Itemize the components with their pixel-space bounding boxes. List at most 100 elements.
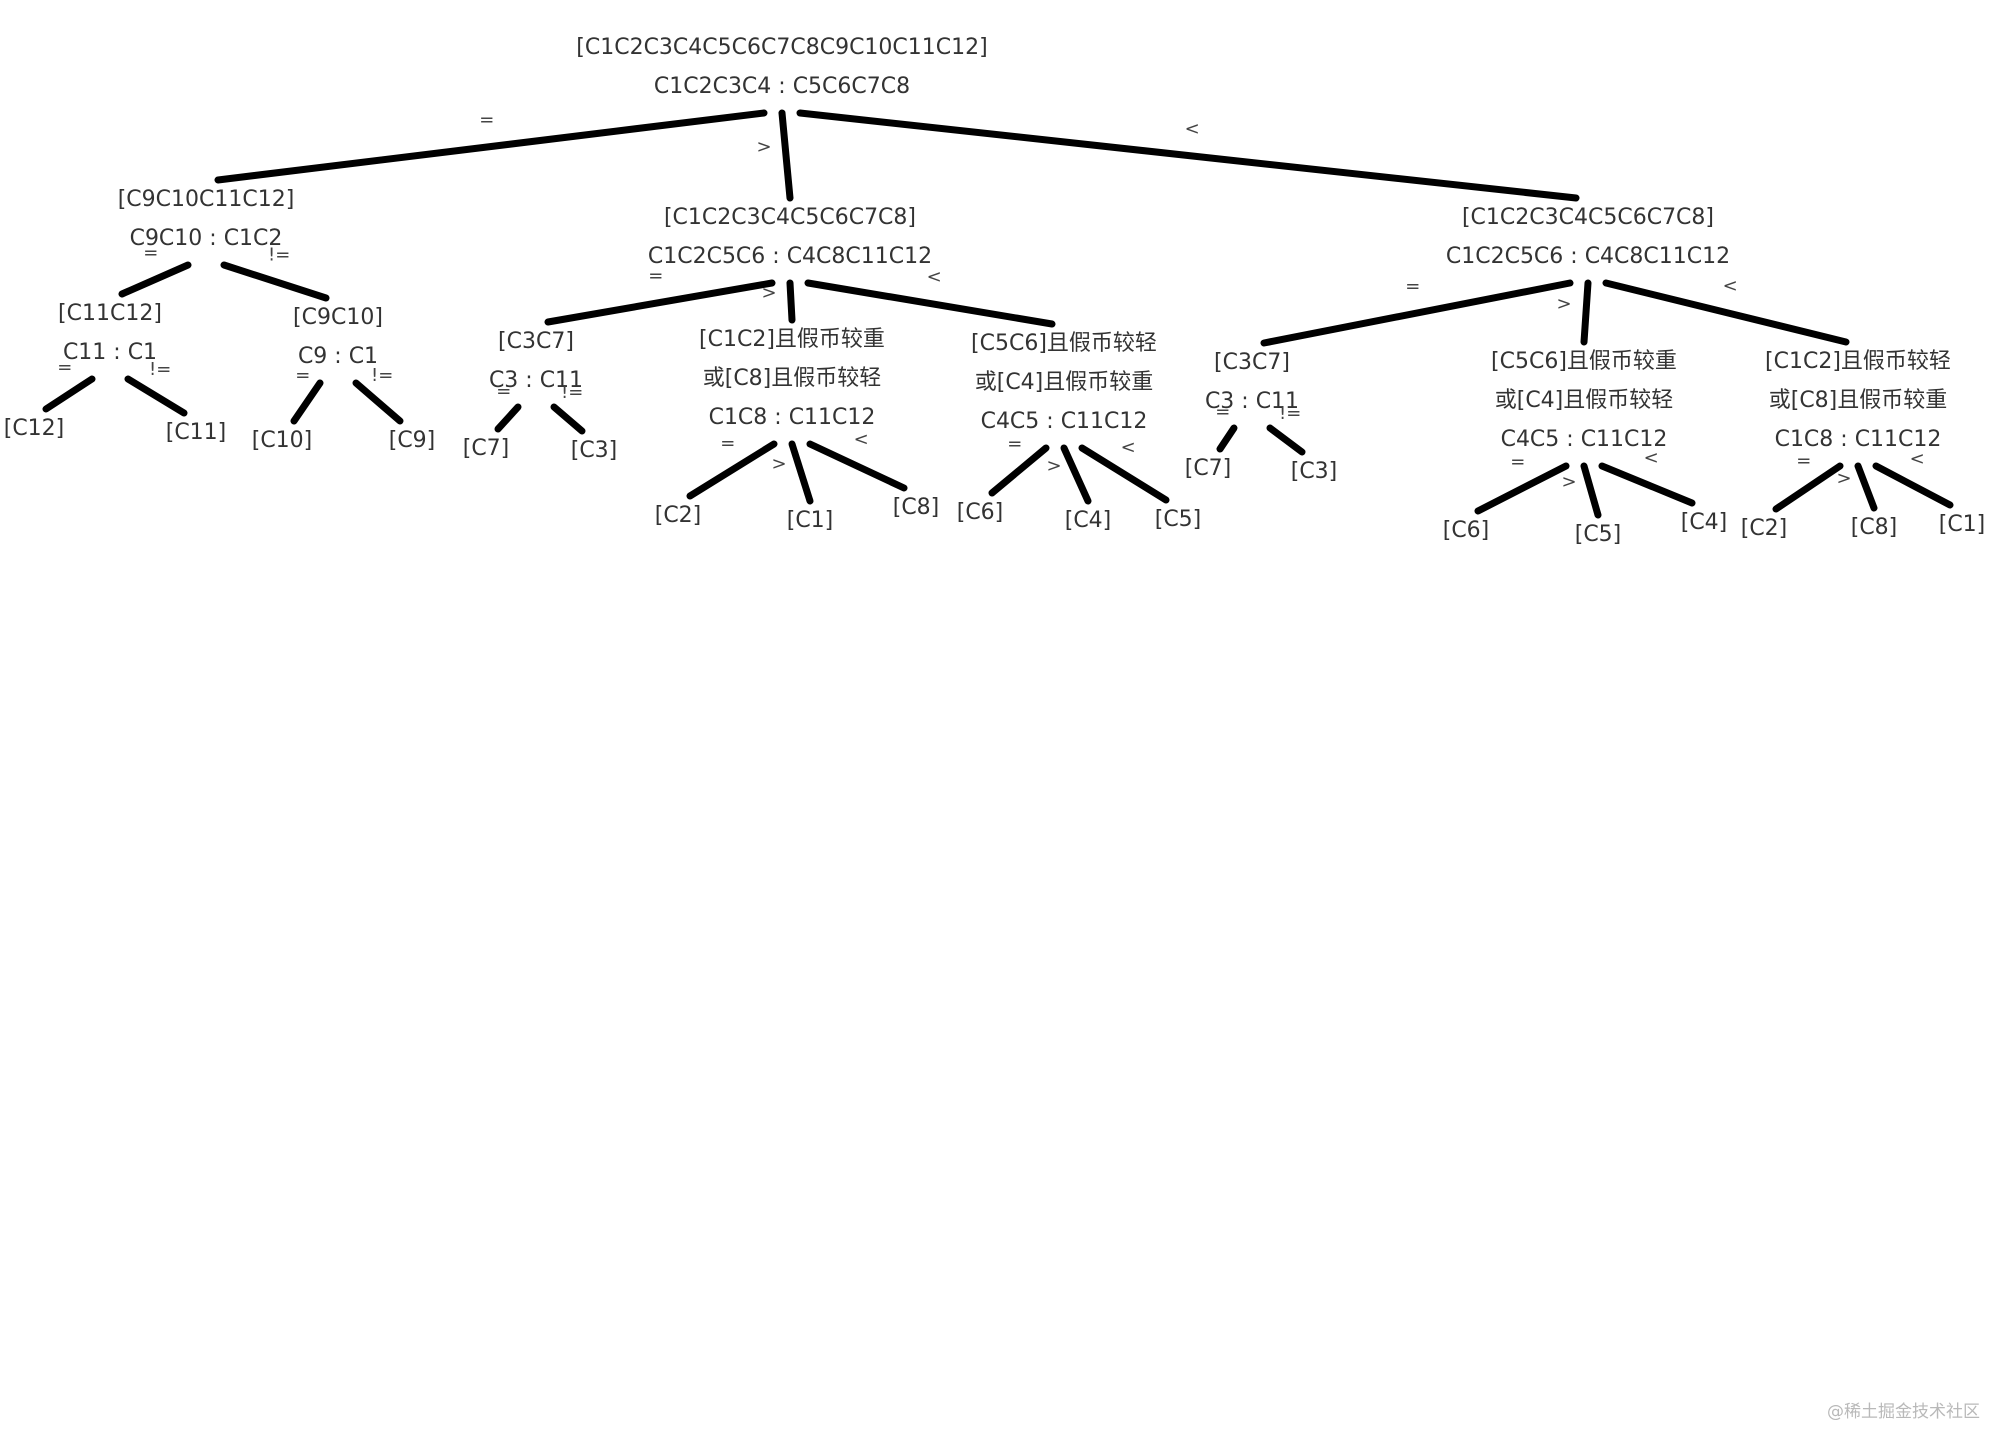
- tree-node-MM3: [C8]: [893, 495, 940, 520]
- node-text: C9C10 : C1C2: [130, 226, 283, 251]
- tree-node-MM1: [C2]: [655, 503, 702, 528]
- edge-L-LL: [118, 261, 192, 298]
- node-text: [C9C10]: [293, 305, 383, 330]
- node-text: C4C5 : C11C12: [1501, 427, 1668, 452]
- node-text: 或[C8]且假币较轻: [703, 366, 882, 391]
- edge-label: <: [1185, 119, 1200, 140]
- node-text: [C5C6]且假币较轻: [971, 331, 1157, 356]
- edge-label: >: [1046, 456, 1061, 477]
- node-text: [C1]: [787, 508, 834, 533]
- edge-LL-LL1: [42, 375, 96, 413]
- node-text: [C1C2C3C4C5C6C7C8C9C10C11C12]: [576, 35, 987, 60]
- edge-label: !=: [268, 245, 290, 266]
- tree-node-R: [C1C2C3C4C5C6C7C8]C1C2C5C6 : C4C8C11C12: [1446, 205, 1730, 269]
- edge-ML-ML1: [494, 403, 522, 433]
- node-text: [C2]: [1741, 516, 1788, 541]
- edge-label: =: [648, 266, 663, 287]
- tree-node-L: [C9C10C11C12] C9C10 : C1C2: [118, 187, 295, 251]
- edge-MM-MM3: [806, 440, 908, 492]
- edge-label: =: [1007, 434, 1022, 455]
- edge-M-ML: [544, 279, 776, 326]
- node-text: [C4]: [1065, 508, 1112, 533]
- edge-RR-RR1: [1772, 462, 1844, 513]
- tree-node-RR3: [C1]: [1939, 512, 1986, 537]
- edge-label: >: [756, 137, 771, 158]
- edge-label: <: [854, 429, 869, 450]
- node-text: [C5]: [1155, 507, 1202, 532]
- tree-node-LR2: [C9]: [389, 428, 436, 453]
- tree-edges: [42, 109, 1954, 519]
- edge-label: =: [496, 381, 511, 402]
- edge-label: <: [1121, 437, 1136, 458]
- node-text: C1C2C5C6 : C4C8C11C12: [648, 244, 932, 269]
- edge-label: =: [1215, 402, 1230, 423]
- node-text: [C9C10C11C12]: [118, 187, 295, 212]
- edge-root-M: [778, 109, 794, 202]
- edge-labels: =><=!==><=><=!==!==!==><=><=!==><=><: [57, 110, 1924, 493]
- edge-label: !=: [371, 365, 393, 386]
- edge-L-LR: [220, 261, 330, 302]
- edge-root-L: [214, 109, 768, 184]
- edge-label: <: [1723, 276, 1738, 297]
- node-text: [C9]: [389, 428, 436, 453]
- edge-label: >: [1561, 472, 1576, 493]
- tree-node-MR3: [C5]: [1155, 507, 1202, 532]
- edge-ML-ML2: [550, 403, 586, 435]
- tree-node-ML2: [C3]: [571, 438, 618, 463]
- edge-label: =: [720, 433, 735, 454]
- node-text: [C3]: [1291, 459, 1338, 484]
- edge-label: <: [1910, 449, 1925, 470]
- edge-MR-MR1: [988, 444, 1050, 497]
- node-text: [C6]: [1443, 518, 1490, 543]
- tree-node-RR1: [C2]: [1741, 516, 1788, 541]
- edge-label: >: [761, 283, 776, 304]
- node-text: C11 : C1: [63, 340, 157, 365]
- node-text: [C5C6]且假币较重: [1491, 349, 1677, 374]
- node-text: [C1C2]且假币较重: [699, 327, 885, 352]
- watermark: @稀土掘金技术社区: [1827, 1402, 1980, 1422]
- tree-node-LL: [C11C12] C11 : C1: [58, 301, 162, 365]
- edge-MR-MR2: [1060, 444, 1092, 505]
- node-text: 或[C8]且假币较重: [1769, 388, 1948, 413]
- edge-RR-RR2: [1854, 462, 1878, 512]
- edge-R-RR: [1602, 279, 1850, 346]
- edge-label: =: [1510, 452, 1525, 473]
- edge-M-MM: [786, 279, 796, 324]
- node-text: C3 : C11: [1205, 389, 1299, 414]
- edge-LR-LR1: [290, 379, 324, 425]
- tree-node-RL1: [C7]: [1185, 456, 1232, 481]
- node-text: 或[C4]且假币较轻: [1495, 388, 1674, 413]
- edge-root-R: [796, 109, 1580, 202]
- edge-RM-RM2: [1580, 462, 1602, 519]
- node-text: [C8]: [1851, 515, 1898, 540]
- edge-RM-RM1: [1474, 462, 1570, 515]
- edge-MR-MR3: [1078, 444, 1170, 504]
- tree-node-M: [C1C2C3C4C5C6C7C8]C1C2C5C6 : C4C8C11C12: [648, 205, 932, 269]
- node-text: [C5]: [1575, 522, 1622, 547]
- tree-node-ML: [C3C7]C3 : C11: [489, 329, 583, 393]
- edge-label: !=: [1279, 403, 1301, 424]
- tree-node-MR2: [C4]: [1065, 508, 1112, 533]
- edge-label: >: [1556, 294, 1571, 315]
- node-text: C1C8 : C11C12: [709, 405, 876, 430]
- node-text: C1C8 : C11C12: [1775, 427, 1942, 452]
- tree-node-RL2: [C3]: [1291, 459, 1338, 484]
- node-text: C3 : C11: [489, 368, 583, 393]
- node-text: [C11]: [166, 420, 227, 445]
- tree-node-ML1: [C7]: [463, 436, 510, 461]
- edge-LL-LL2: [124, 375, 188, 417]
- edge-M-MR: [804, 279, 1056, 328]
- edge-label: =: [295, 365, 310, 386]
- node-text: [C11C12]: [58, 301, 162, 326]
- node-text: [C4]: [1681, 510, 1728, 535]
- tree-node-LR1: [C10]: [252, 428, 313, 453]
- node-text: [C2]: [655, 503, 702, 528]
- node-text: [C3C7]: [1214, 350, 1290, 375]
- tree-node-root: [C1C2C3C4C5C6C7C8C9C10C11C12]C1C2C3C4 : …: [576, 35, 987, 99]
- edge-MM-MM1: [686, 440, 778, 500]
- edge-RL-RL1: [1216, 424, 1238, 453]
